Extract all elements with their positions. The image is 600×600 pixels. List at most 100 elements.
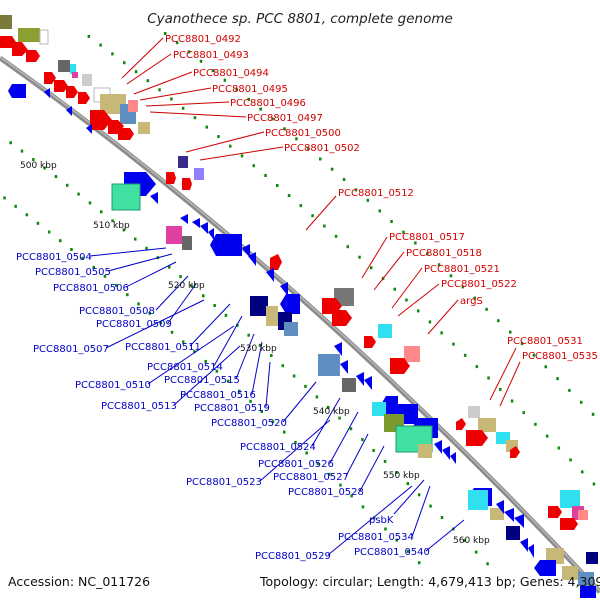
gc-dot — [350, 494, 353, 498]
gene-label: PCC8801_0500 — [265, 128, 341, 139]
gc-dot — [3, 196, 6, 200]
gc-dot — [276, 184, 279, 187]
gc-dot — [473, 296, 476, 300]
gene-label: PCC8801_0528 — [288, 487, 364, 498]
leader-line — [107, 253, 173, 272]
gc-dot — [20, 149, 24, 153]
gc-dot — [334, 234, 338, 238]
gc-dot — [557, 446, 561, 450]
gc-dot — [260, 410, 263, 413]
gc-dot — [226, 379, 230, 383]
gene-label: PCC8801_0524 — [240, 442, 316, 453]
gene-feature — [182, 236, 192, 250]
leader-line — [167, 283, 197, 324]
gc-dot — [452, 342, 455, 346]
gc-dot — [223, 78, 227, 82]
gc-dot — [338, 416, 341, 420]
gc-dot — [258, 343, 262, 347]
gene-feature — [418, 444, 432, 458]
gene-feature — [66, 106, 72, 116]
gc-dot — [111, 52, 114, 56]
gene-feature — [578, 572, 594, 586]
gene-label: PCC8801_0518 — [406, 248, 482, 259]
gene-label: PCC8801_0511 — [125, 342, 201, 353]
gc-dot — [372, 516, 376, 520]
gc-dot — [378, 209, 381, 213]
gene-feature — [44, 72, 56, 84]
gc-dot — [327, 472, 331, 476]
gc-dot — [475, 365, 479, 369]
gene-feature — [200, 222, 208, 234]
leader-line — [499, 361, 521, 407]
gc-dot — [100, 210, 103, 214]
gc-dot — [440, 516, 444, 519]
gene-label: PCC8801_0517 — [389, 232, 465, 243]
gc-dot — [88, 201, 92, 205]
gc-dot — [77, 192, 80, 196]
gene-feature — [58, 60, 70, 72]
gc-dot — [114, 283, 118, 287]
gc-dot — [9, 141, 12, 145]
gc-dot — [134, 237, 137, 241]
gc-dot — [148, 311, 151, 315]
leader-line — [305, 195, 337, 231]
gene-feature — [390, 358, 410, 374]
gc-dot — [402, 230, 405, 234]
gc-dot — [199, 59, 203, 63]
gene-label: PCC8801_0522 — [441, 279, 517, 290]
gene-feature — [318, 354, 340, 376]
gene-feature — [192, 218, 200, 228]
gene-feature — [466, 430, 488, 446]
gc-dot — [294, 441, 297, 444]
gc-dot — [204, 359, 207, 363]
gc-dot — [295, 137, 298, 141]
leader-line — [155, 275, 189, 311]
leader-line — [125, 261, 177, 288]
gene-label: PCC8801_0521 — [424, 264, 500, 275]
gc-dot — [43, 166, 46, 170]
gene-label: PCC8801_0516 — [180, 390, 256, 401]
gene-feature — [208, 228, 214, 240]
gene-feature — [194, 168, 204, 180]
gc-dot — [311, 214, 314, 218]
gc-dot — [497, 319, 500, 323]
gene-feature — [150, 192, 158, 204]
gene-feature — [44, 88, 50, 98]
gc-dot — [485, 307, 488, 311]
gc-dot — [299, 204, 302, 208]
leader-line — [427, 299, 459, 335]
gene-feature — [118, 128, 134, 140]
gene-label: PCC8801_0520 — [211, 418, 287, 429]
gene-label: PCC8801_0496 — [230, 98, 306, 109]
map-title: Cyanothece sp. PCC 8801, complete genome — [147, 11, 453, 27]
gene-feature — [434, 440, 442, 454]
gc-dot — [54, 175, 58, 179]
gc-dot — [270, 354, 273, 357]
gene-label: PCC8801_0494 — [193, 68, 269, 79]
leader-line — [89, 247, 167, 257]
gc-dot — [14, 204, 17, 208]
gc-dot — [532, 353, 536, 357]
gc-dot — [393, 287, 396, 291]
gene-label: PCC8801_0531 — [507, 336, 583, 347]
gc-dot — [87, 34, 91, 38]
gc-dot — [122, 228, 126, 232]
gc-dot — [581, 470, 584, 474]
gene-feature — [356, 372, 364, 386]
gc-dot — [383, 459, 387, 463]
gc-dot — [330, 167, 334, 171]
gc-dot — [406, 549, 410, 553]
leader-line — [361, 236, 388, 279]
gene-feature — [182, 178, 192, 190]
gc-dot — [307, 147, 310, 151]
gc-dot — [437, 263, 441, 267]
gc-dot — [428, 320, 432, 324]
gc-dot — [463, 539, 466, 542]
leader-line — [235, 333, 255, 380]
gc-dot — [283, 127, 286, 131]
gene-feature — [280, 282, 288, 296]
leader-line — [329, 411, 359, 464]
minus-strand-labels: PCC8801_0504 PCC8801_0505 PCC8801_0506 P… — [16, 252, 430, 562]
gene-label: PCC8801_0495 — [212, 84, 288, 95]
gc-dot — [235, 88, 239, 92]
